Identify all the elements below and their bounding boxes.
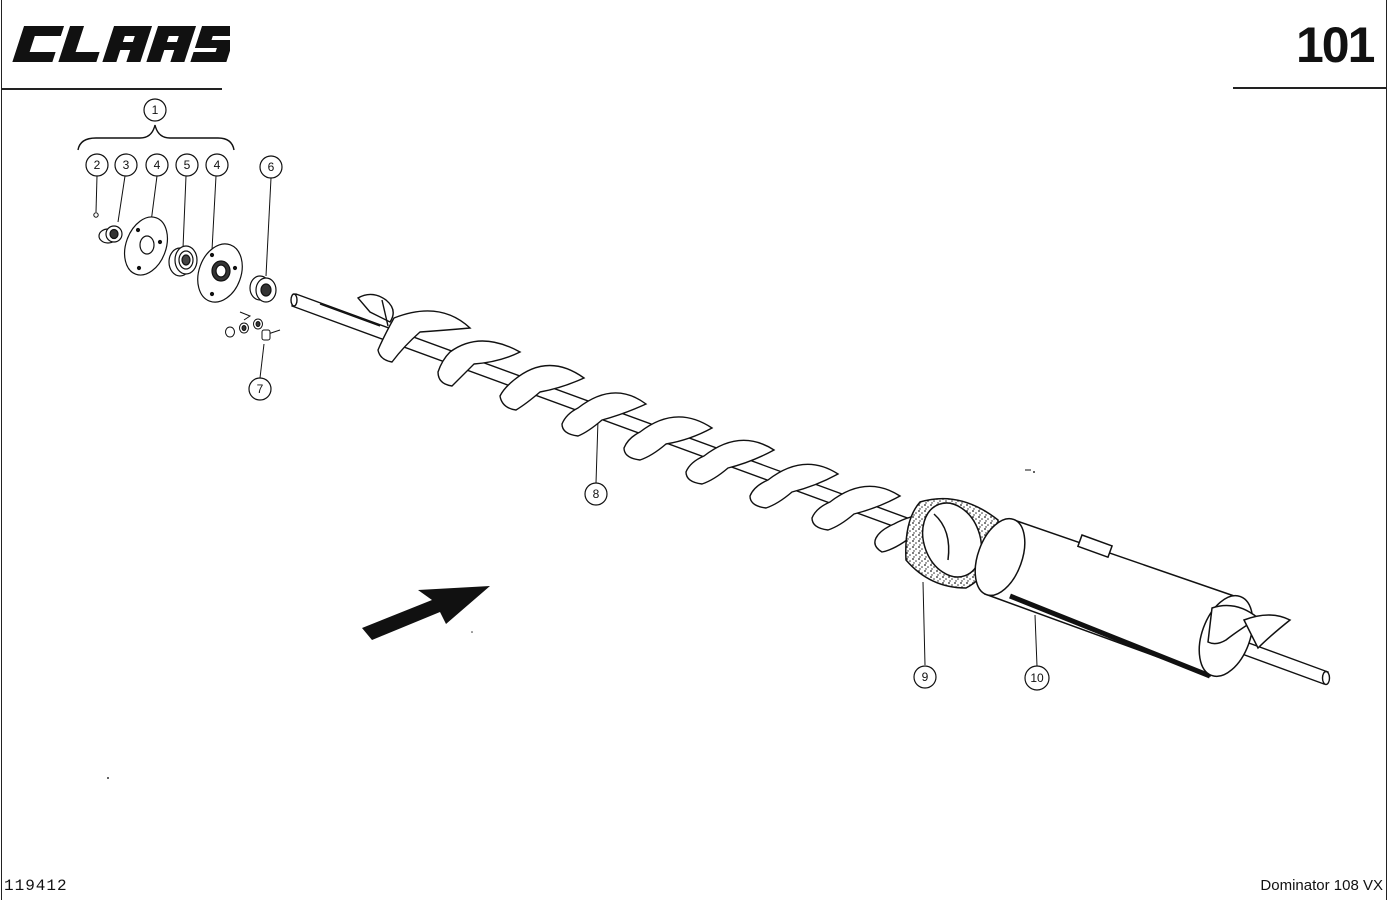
callout-2: 2 [85,153,109,177]
callout-9-label: 9 [922,670,929,684]
callout-3: 3 [114,153,138,177]
sheet-border-left [1,0,2,900]
part-5-bearing [168,245,198,277]
direction-arrow [362,586,490,640]
callout-3-label: 3 [123,158,130,172]
callout-4b: 4 [205,153,229,177]
claas-logo [12,26,230,62]
callout-4a: 4 [145,153,169,177]
callout-1-label: 1 [152,103,159,117]
callout-8-label: 8 [593,487,600,501]
part-6-ring [249,275,277,303]
callout-8: 8 [584,482,608,506]
callout-10-label: 10 [1030,671,1044,685]
page-number: 101 [1296,17,1375,73]
callout-4a-label: 4 [154,158,161,172]
callout-4b-label: 4 [214,158,221,172]
model-name: Dominator 108 VX [1260,877,1383,894]
callout-2-label: 2 [94,158,101,172]
sheet-border-right [1386,0,1387,900]
part-7-bolt-set [225,311,281,341]
callout-6-label: 6 [268,160,275,174]
part-3-bush [98,225,123,244]
group-bracket [77,124,235,151]
callout-5-label: 5 [184,158,191,172]
callout-10: 10 [1024,665,1050,691]
header-rule-left [2,88,222,90]
callout-5: 5 [175,153,199,177]
callout-6: 6 [259,155,283,179]
part-4-flange-b [197,243,243,303]
part-4-flange-a [123,216,169,276]
part-10-tube [974,517,1292,679]
drawing-number: 119412 [4,877,68,895]
header-rule-right [1233,87,1386,89]
callout-7-label: 7 [257,382,264,396]
callout-9: 9 [913,665,937,689]
callout-1: 1 [143,98,167,122]
part-2-pin [93,212,99,218]
callout-7: 7 [248,377,272,401]
